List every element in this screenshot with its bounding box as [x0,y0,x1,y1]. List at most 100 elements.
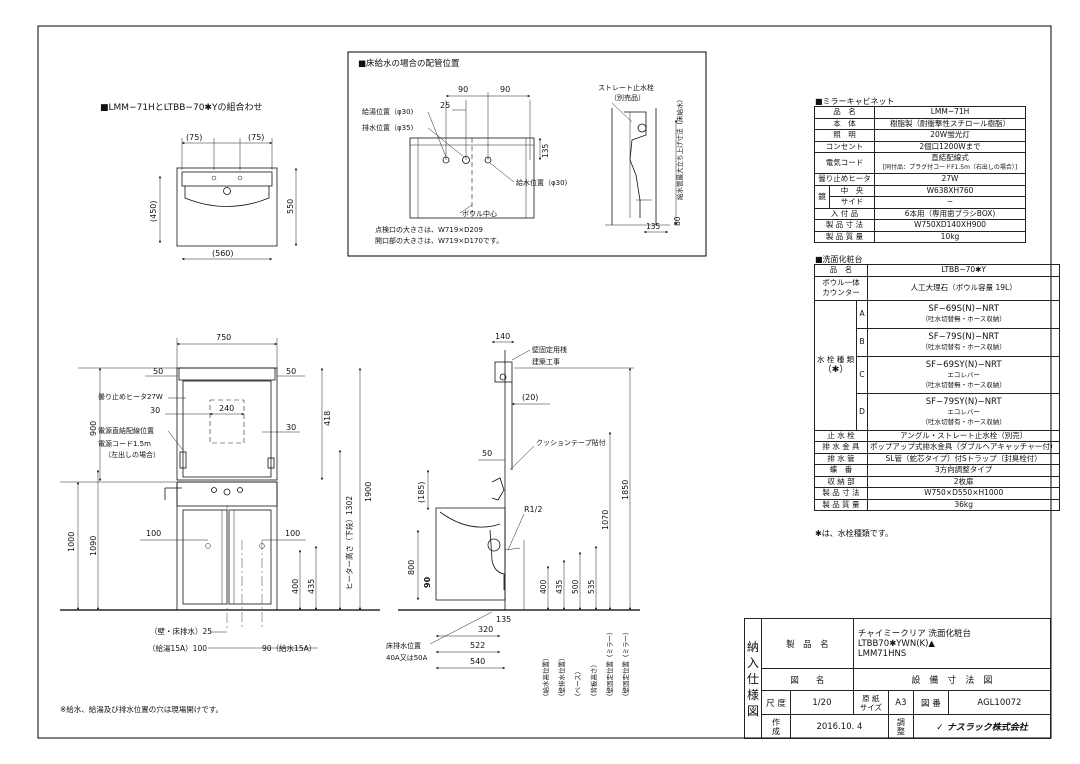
mirror-row-value: 6本用（専用歯ブラシBOX) [874,207,1026,220]
r12-label: R1/2 [524,505,542,514]
title-block: 納 入 仕 様 図 製 品 名 チャイミークリア 洗面化粧台 LTBB70✱YW… [744,618,1052,739]
mirror-row-value: W638XH760 [874,184,1026,197]
mirror-row-value: 直結配線式[同付品：プラグ付コードF1.5m（右出しの場合）] [874,152,1026,174]
heater-label: 曇り止めヒータ27W [98,392,163,401]
dim-185: (185) [417,481,426,503]
mirror-row-value: 2個口1200Wまで [874,140,1026,153]
made-date: 2016.10. 4 [790,714,889,739]
mirror-row-key: 照 明 [814,129,875,142]
vanity-row-value: LTBB−70✱Y [866,264,1061,277]
wall-fix-sub-label: 建築工事 [532,357,560,366]
dim-1090: 1090 [89,536,98,556]
vanity-table-row: 止 水 栓アングル・ストレート止水栓（別売） [814,429,1061,442]
side-vertical-labels: （給水高位置）（壁排水位置）（ベース）（背板高さ）（壁固定位置（ミラー）（壁固定… [541,629,630,701]
faucet-code: B [856,327,868,357]
dim-135b: 135 [646,222,661,231]
cord-label: 電源コード1.5m [98,439,151,448]
dim-50: 50 [482,449,492,458]
vanity-row-value: 人工大理石（ボウル容量 19L） [866,275,1061,301]
dim-1000: 1000 [67,532,76,552]
dim-side-435: 435 [555,579,564,594]
mirror-row-key: 入 付 品 [814,207,875,220]
combo-counter-outline [176,167,278,247]
mirror-table-title: ■ミラーキャビネット [815,97,895,106]
product-line-3: LMM71HNS [857,648,907,659]
dim-75a: (75) [186,133,202,142]
dim-20: (20) [522,393,538,402]
dim-320: 320 [478,625,493,634]
company-logo: ✓ ナスラック株式会社 [912,714,1052,739]
dim-100a: 100 [146,529,161,538]
scale-label: 尺 度 [761,690,791,715]
faucet-code: D [856,392,868,431]
number-value: AGL10072 [947,690,1052,715]
dim-522: 522 [470,641,485,650]
faucet-model: SF−79SY(N)−NRT [925,396,1002,407]
faucet-model: SF−69S(N)−NRT [928,304,999,314]
dim-750: 750 [216,333,231,342]
title-block-side: 納 入 仕 様 図 [744,618,762,739]
faucet-detail: SF−79S(N)−NRT（吐水切替有・ホース収納） [866,327,1061,357]
mirror-row-value: 27W [874,173,1026,186]
product-label: 製 品 名 [761,618,854,669]
mirror-row-value: W750XD140XH900 [874,219,1026,232]
mirror-row-value: 20W蛍光灯 [874,129,1026,142]
dim-540: 540 [470,657,485,666]
dim-side-500: 500 [571,579,580,594]
mirror-row-value-sub: [同付品：プラグ付コードF1.5m（右出しの場合）] [882,164,1018,171]
combo-view: ■LMM−71HとLTBB−70✱Yの組合わせ (75) (75) (450) … [100,101,298,261]
vanity-row-key: 製 品 寸 法 [814,487,868,500]
made-label: 作 成 [761,714,791,739]
dim-435: 435 [307,579,316,594]
side-vanity-section [435,507,506,601]
dim-30a: 30 [150,406,160,415]
faucet-code: C [856,355,868,394]
floor-view-frame [347,51,707,257]
mirror-group-label: 鏡 [814,184,830,209]
vanity-row-value: 3方向調整タイプ [866,464,1061,477]
vanity-row-key: 品 名 [814,264,868,277]
dim-1070: 1070 [601,510,610,530]
dim-240: 240 [219,404,234,413]
faucet-sub: エコレバー [947,370,980,379]
mirror-table-row: 本 体樹脂製（耐衝撃性スチロール樹脂） [814,117,1026,130]
mirror-row-key: 品 名 [814,106,875,119]
side-vertical-label: （壁固定位置（ミラー） [621,629,630,701]
product-line-1: チャイミークリア 洗面化粧台 [857,628,971,639]
valve-label: ストレート止水栓 [598,83,654,92]
drawing-label: 図 名 [761,668,854,691]
faucet-type-mark: （✱） [822,365,849,375]
dim-418: 418 [323,411,332,426]
faucet-note: （吐水切替有・ホース収納） [921,343,1006,351]
faucet-model: SF−79S(N)−NRT [928,332,999,342]
mirror-row-key: コンセント [814,140,875,153]
side-vertical-label: （壁固定位置（ミラー） [605,629,614,701]
hot-label: 給湯位置（φ30) [362,107,414,116]
dim-25: 25 [440,101,450,110]
mirror-row-key: 電気コード [814,152,875,174]
mirror-row-key: サイド [829,196,875,209]
side-vertical-label: （壁排水位置） [557,655,566,701]
faucet-note: （吐水切替無・ホース収納） [921,380,1006,389]
dim-1850: 1850 [621,480,630,500]
vanity-row-key: 排 水 管 [814,452,868,465]
dim-560: (560) [212,249,234,258]
floor-title: ■床給水の場合の配管位置 [358,58,460,69]
dim-80: 80 [673,216,682,226]
dim-50a: 50 [153,367,163,376]
dim-100b: 100 [285,529,300,538]
vanity-row-value: アングル・ストレート止水栓（別売） [866,429,1061,442]
floor-note-1: 点検口の大きさは、W719×D209 [375,225,483,234]
